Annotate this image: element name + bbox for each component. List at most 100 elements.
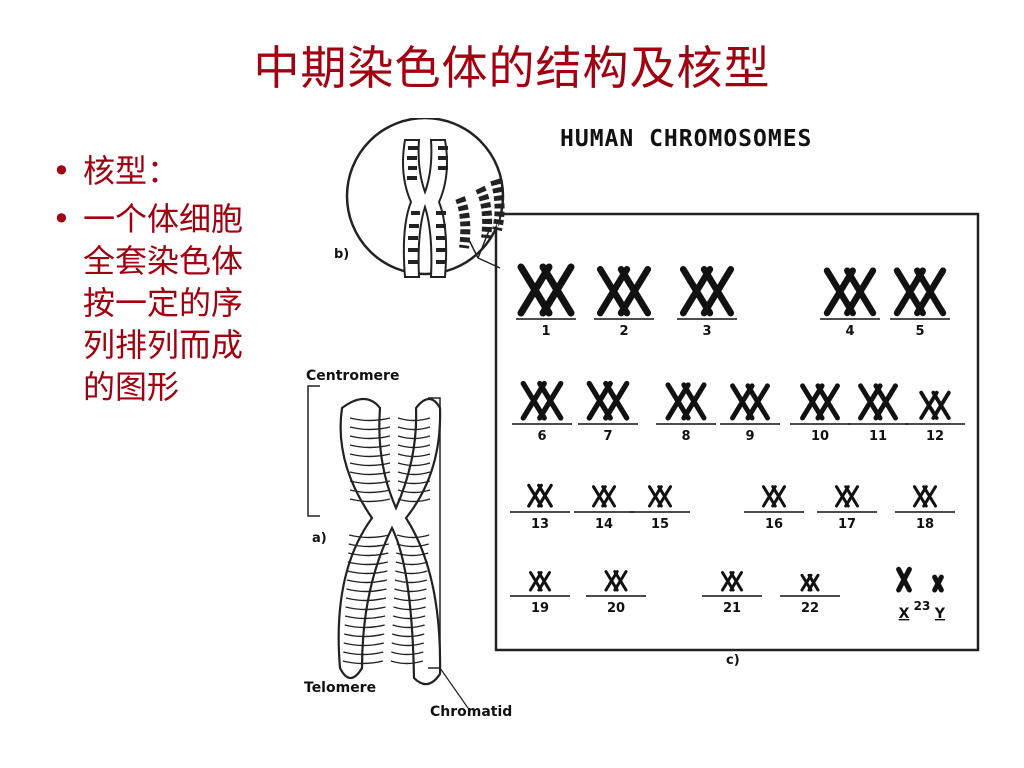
chromatid-band: [349, 489, 391, 494]
chromosome-pair: 16: [744, 485, 804, 532]
chromatid-band: [397, 435, 431, 440]
chromatid-band: [349, 462, 391, 467]
chromatid-band: [347, 570, 388, 575]
chromosome-number: 21: [723, 601, 741, 616]
panel-b-label: b): [334, 247, 349, 262]
chromatid-band: [394, 588, 427, 593]
chromosome-pair: 18: [895, 485, 955, 532]
panel-a-bands: [342, 417, 431, 665]
chromatid-band: [349, 471, 391, 476]
chromatid-band: [397, 444, 431, 449]
chromatid-band: [390, 660, 424, 665]
chromatid-band: [395, 570, 428, 575]
chromosome-pair: 4: [820, 267, 880, 339]
chromosome-number: 17: [838, 517, 856, 532]
chromatid-band: [395, 561, 429, 566]
bullet-text: 核型：: [83, 152, 180, 190]
panel-b-chromosome: [402, 139, 505, 278]
chromosome-shape: [932, 574, 944, 593]
chromosome-pair: 14: [574, 485, 634, 532]
sex-chromosome-number: 23: [914, 599, 931, 613]
chromosome-pair: 22: [780, 573, 840, 616]
chromosome-shape: [771, 485, 786, 508]
chromatid-band: [346, 579, 388, 584]
chromatid-band: [349, 417, 391, 422]
slide-title: 中期染色体的结构及核型: [253, 41, 771, 95]
bullet-dot-icon: •: [52, 200, 71, 238]
bullet-text: 一个体细胞全套染色体按一定的序列排列而成的图形: [83, 200, 244, 406]
chromatid-band: [397, 426, 431, 431]
chromatid-band: [348, 552, 389, 557]
figure-title: HUMAN CHROMOSOMES: [560, 126, 813, 152]
chromosome-pair: 11: [848, 383, 908, 444]
chromosome-shape: [844, 267, 877, 317]
chromosome-shape: [613, 570, 628, 592]
chromosome-pair: 2: [594, 265, 654, 339]
panel-a-chromosome: [337, 397, 442, 686]
chromatid-band: [393, 597, 427, 602]
chromatid-band: [391, 633, 425, 638]
chromatid-band: [396, 543, 429, 548]
centromere-bracket: [307, 385, 320, 517]
chromatid-band: [349, 426, 391, 431]
chromatid-band: [343, 642, 384, 647]
chromatid-band: [344, 624, 385, 629]
chromatid-band: [396, 552, 429, 557]
centromere-label: Centromere: [306, 368, 399, 384]
chromosome-shape: [601, 485, 616, 508]
chromosome-pair: 21: [702, 571, 762, 616]
chromatid-band: [397, 417, 431, 422]
chromosome-shape: [922, 485, 937, 508]
bullet-item: • 一个体细胞全套染色体按一定的序列排列而成的图形: [50, 198, 260, 408]
chromatid-band: [347, 561, 388, 566]
chromatid-band: [394, 579, 428, 584]
chromatid-band: [345, 606, 386, 611]
chromosome-shape: [914, 267, 947, 317]
chromatid-band: [344, 633, 385, 638]
chromosome-shape: [537, 571, 551, 592]
bullet-list: •核型： • 一个体细胞全套染色体按一定的序列排列而成的图形: [50, 150, 260, 414]
chromosome-shape: [657, 485, 672, 508]
panel-a-label: a): [312, 531, 327, 546]
chromatid-band: [391, 651, 424, 656]
chromatid-band: [397, 462, 431, 467]
chromosome-shape: [931, 390, 951, 420]
chromosome-number: 1: [541, 324, 550, 339]
chromosome-number: 4: [845, 324, 854, 339]
chromatid-band: [397, 480, 431, 485]
chromatid-band: [397, 453, 431, 458]
chromatid-band: [349, 444, 391, 449]
chromatid-band: [391, 642, 424, 647]
chromatid-band: [348, 534, 390, 539]
bullet-item: •核型：: [50, 150, 260, 192]
chromatid-band: [349, 480, 391, 485]
chromosome-shape: [537, 483, 553, 508]
chromosome-number: 8: [681, 429, 690, 444]
chromatid-label: Chromatid: [430, 704, 512, 720]
chromosome-shape: [844, 485, 859, 508]
chromosome-number: 3: [702, 324, 711, 339]
chromosome-pair: 17: [817, 485, 877, 532]
chromosome-number: 6: [537, 429, 546, 444]
chromosome-number: 10: [811, 429, 829, 444]
chromosome-pair: 5: [890, 267, 950, 339]
chromosome-number: 19: [531, 601, 549, 616]
chromosome-pair: 3: [677, 265, 737, 339]
chromosome-number: 15: [651, 517, 669, 532]
chromosome-pair: 1: [516, 263, 576, 339]
chromosome-number: 2: [619, 324, 628, 339]
chromosome-number: 12: [926, 429, 944, 444]
chromosome-number: 13: [531, 517, 549, 532]
chromosome-pair: 15: [630, 485, 690, 532]
chromatid-band: [349, 435, 391, 440]
sex-y-label: Y: [934, 606, 946, 622]
chromosome-number: 14: [595, 517, 613, 532]
telomere-label: Telomere: [304, 680, 376, 696]
chromosome-shape: [873, 383, 898, 421]
chromatid-band: [392, 615, 426, 620]
chromosome-pair: 13: [510, 483, 570, 532]
chromatid-band: [392, 624, 425, 629]
chromosome-pair: 6: [512, 380, 572, 444]
chromosome-shape: [681, 382, 707, 421]
